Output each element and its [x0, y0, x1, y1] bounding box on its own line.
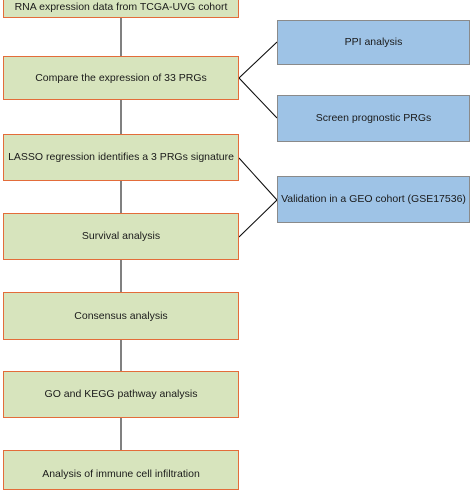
step-go-kegg: GO and KEGG pathway analysis: [3, 371, 239, 418]
step-ppi-analysis: PPI analysis: [277, 20, 470, 65]
connector-lines: [120, 18, 278, 450]
connector-lasso-validation: [238, 157, 278, 201]
step-survival-analysis: Survival analysis: [3, 213, 239, 260]
step-immune-infiltration: Analysis of immune cell infiltration: [3, 450, 239, 490]
connector-survival-validation: [238, 199, 278, 238]
connector-compare-screen: [238, 77, 278, 119]
step-consensus-analysis: Consensus analysis: [3, 292, 239, 340]
step-screen-prognostic: Screen prognostic PRGs: [277, 95, 470, 142]
step-geo-validation: Validation in a GEO cohort (GSE17536): [277, 176, 470, 223]
step-compare-expression: Compare the expression of 33 PRGs: [3, 56, 239, 100]
step-rna-expression: RNA expression data from TCGA-UVG cohort: [3, 0, 239, 18]
step-lasso-regression: LASSO regression identifies a 3 PRGs sig…: [3, 134, 239, 181]
connector-compare-ppi: [238, 41, 278, 79]
